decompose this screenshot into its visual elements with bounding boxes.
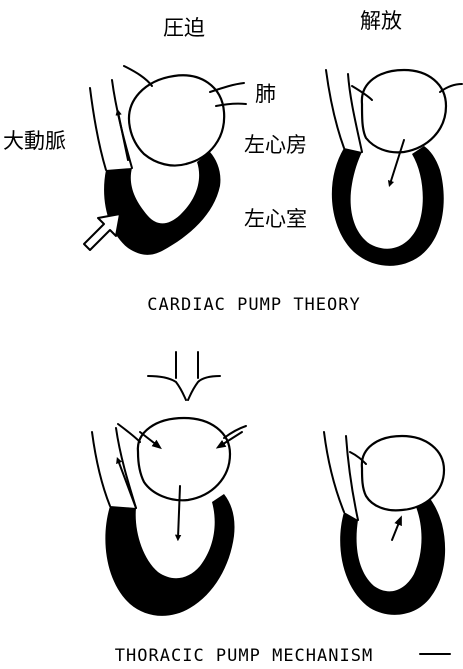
label-lung: 肺 bbox=[255, 82, 276, 106]
funnel-arrow-icon bbox=[148, 352, 220, 400]
heart-thoracic-compression bbox=[92, 418, 246, 616]
outline-arrow-icon bbox=[84, 214, 120, 250]
label-left-atrium: 左心房 bbox=[244, 133, 307, 157]
heart-thoracic-release bbox=[324, 432, 445, 615]
header-compression: 圧迫 bbox=[163, 16, 205, 40]
header-release: 解放 bbox=[360, 9, 402, 33]
label-aorta: 大動脈 bbox=[3, 129, 66, 153]
flow-arrow-icon bbox=[118, 112, 128, 160]
label-left-ventricle: 左心室 bbox=[244, 207, 307, 231]
flow-arrow-icon bbox=[392, 520, 400, 540]
caption-cardiac-pump-theory: CARDIAC PUMP THEORY bbox=[147, 295, 360, 315]
flow-arrow-icon bbox=[118, 460, 136, 508]
heart-cardiac-release bbox=[326, 70, 462, 266]
caption-thoracic-pump-mechanism: THORACIC PUMP MECHANISM bbox=[115, 646, 373, 666]
